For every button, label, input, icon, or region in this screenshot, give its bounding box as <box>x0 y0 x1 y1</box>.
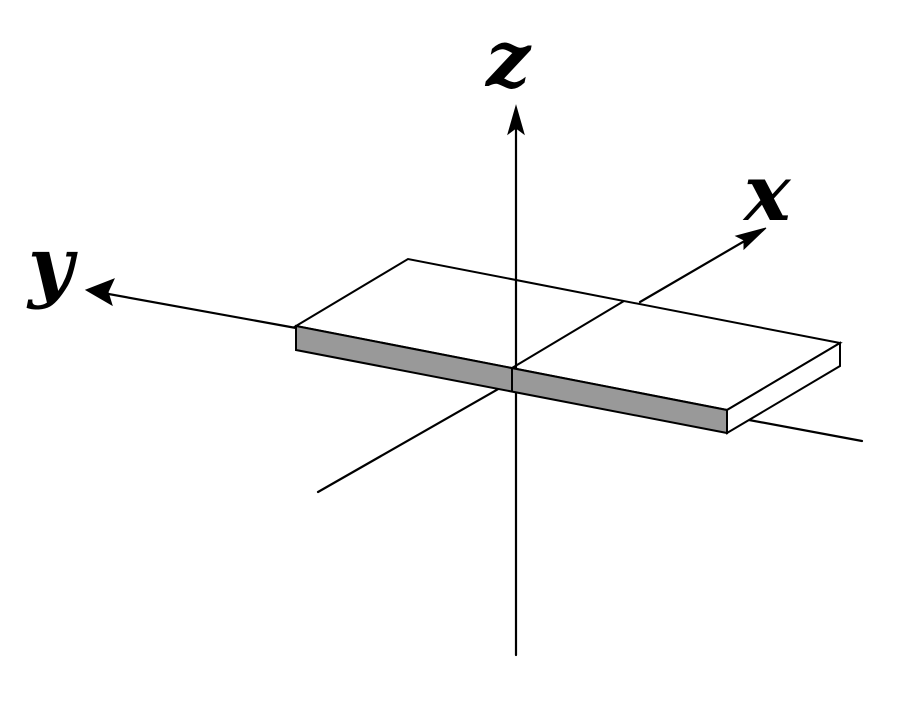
x-axis-positive <box>638 230 762 304</box>
x-arrowhead-icon <box>734 227 767 251</box>
y-axis-label: y <box>26 220 78 311</box>
axes-front <box>90 110 762 370</box>
y-axis-positive <box>90 289 298 330</box>
y-axis-negative <box>731 415 864 443</box>
plate <box>293 257 843 435</box>
x-axis-negative <box>316 378 516 494</box>
arrowheads <box>84 104 767 307</box>
x-axis-label: x <box>742 148 792 239</box>
plate-top-centerline <box>511 300 625 369</box>
y-arrowhead-icon <box>84 278 115 307</box>
z-axis-label: z <box>484 14 532 105</box>
plate-end-face <box>726 341 841 435</box>
z-arrowhead-icon <box>507 104 525 136</box>
axes-back <box>316 378 864 657</box>
